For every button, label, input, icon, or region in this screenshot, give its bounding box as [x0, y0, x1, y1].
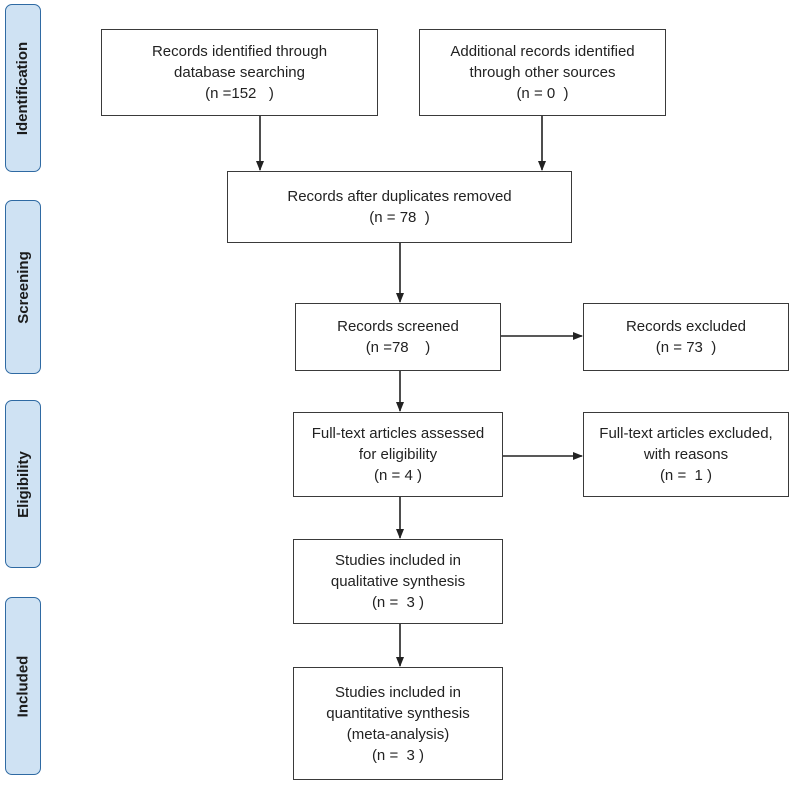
quantitative-line-2: quantitative synthesis	[326, 704, 470, 722]
qualitative-line-2: qualitative synthesis	[330, 573, 466, 590]
after-duplicates-line-1: Records after duplicates removed	[287, 188, 512, 205]
other-sources-line-3: (n = 0 )	[516, 85, 569, 102]
after-duplicates-box: Records after duplicates removed (n = 78…	[227, 171, 572, 243]
records-screened-line-1: Records screened	[337, 318, 459, 335]
records-screened-line-2: (n =78 )	[365, 339, 431, 356]
fulltext-excluded-box: Full-text articles excluded, with reason…	[583, 412, 789, 497]
phase-included: Included	[5, 597, 41, 775]
fulltext-assessed-line-1: Full-text articles assessed	[311, 425, 485, 442]
fulltext-assessed-box: Full-text articles assessed for eligibil…	[293, 412, 503, 497]
records-screened-box: Records screened (n =78 )	[295, 303, 501, 371]
fulltext-excluded-line-1: Full-text articles excluded,	[599, 425, 773, 442]
records-excluded-line-1: Records excluded	[625, 318, 747, 335]
quantitative-line-3: (meta-analysis)	[346, 725, 450, 743]
quantitative-synthesis-box: Studies included in quantitative synthes…	[293, 667, 503, 780]
database-records-line-3: (n =152 )	[205, 85, 274, 102]
phase-screening: Screening	[5, 200, 41, 374]
phase-eligibility: Eligibility	[5, 400, 41, 568]
quantitative-line-4: (n = 3 )	[371, 746, 425, 764]
records-excluded-line-2: (n = 73 )	[655, 339, 717, 356]
qualitative-line-3: (n = 3 )	[371, 594, 425, 611]
fulltext-assessed-line-3: (n = 4 )	[374, 467, 422, 484]
phase-identification: Identification	[5, 4, 41, 172]
qualitative-synthesis-box: Studies included in qualitative synthesi…	[293, 539, 503, 624]
after-duplicates-line-2: (n = 78 )	[369, 209, 430, 226]
database-records-box: Records identified through database sear…	[101, 29, 378, 116]
database-records-line-1: Records identified through	[151, 43, 328, 60]
other-sources-line-1: Additional records identified	[450, 43, 635, 60]
qualitative-line-1: Studies included in	[335, 552, 461, 569]
fulltext-excluded-line-2: with reasons	[643, 446, 729, 463]
database-records-line-2: database searching	[174, 64, 305, 81]
fulltext-excluded-line-3: (n = 1 )	[659, 467, 713, 484]
other-sources-line-2: through other sources	[469, 64, 616, 81]
records-excluded-box: Records excluded (n = 73 )	[583, 303, 789, 371]
fulltext-assessed-line-2: for eligibility	[358, 446, 438, 463]
quantitative-line-1: Studies included in	[335, 683, 461, 701]
other-sources-box: Additional records identified through ot…	[419, 29, 666, 116]
